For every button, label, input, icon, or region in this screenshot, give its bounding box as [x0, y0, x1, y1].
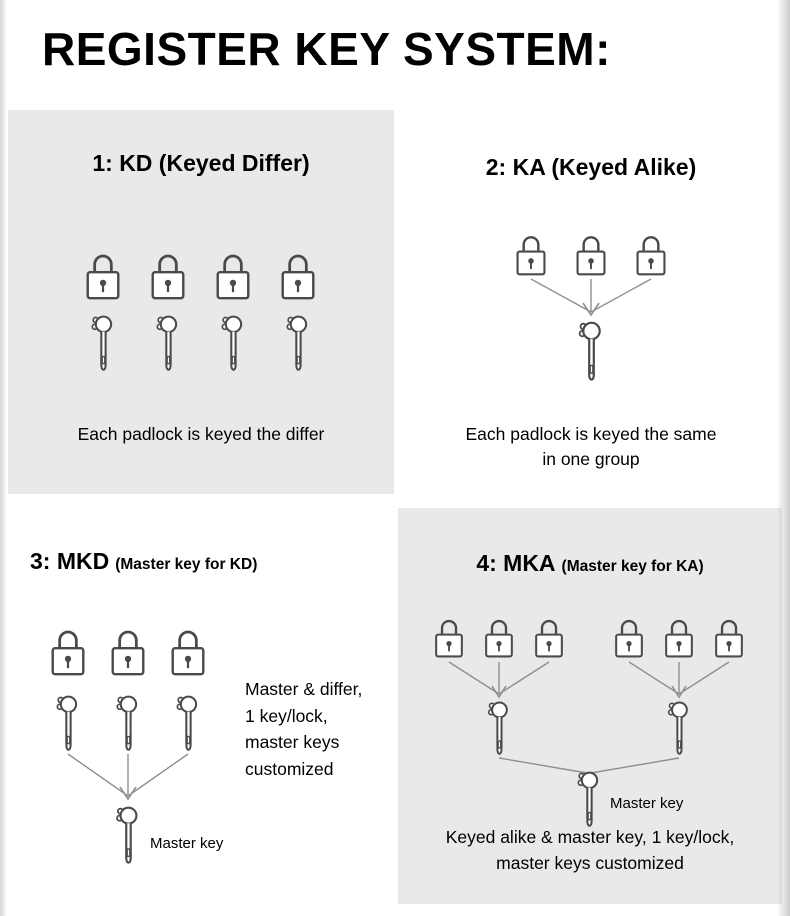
mka-caption-line2: master keys customized	[496, 853, 684, 873]
padlock-icon	[714, 619, 744, 658]
padlock-icon	[216, 254, 250, 300]
mka-diagram: Master key	[434, 619, 744, 827]
padlock-icon	[434, 619, 464, 658]
arrow-down-icon	[119, 786, 137, 801]
section-mka: 4: MKA (Master key for KA)	[398, 508, 782, 904]
ka-heading: 2: KA (Keyed Alike)	[485, 154, 697, 180]
section-mkd: 3: MKD (Master key for KD) Master key Mas…	[8, 528, 394, 910]
arrow-down-icon	[491, 685, 507, 699]
mkd-side-note-line: customized	[245, 758, 334, 779]
mka-caption: Keyed alike & master key, 1 key/lock, ma…	[398, 824, 782, 876]
mkd-diagram: Master key	[51, 630, 224, 864]
padlock-icon	[51, 630, 85, 676]
mka-heading-sub: (Master key for KA)	[561, 558, 704, 575]
ka-caption-line1: Each padlock is keyed the same	[465, 424, 717, 444]
mka-caption-line1: Keyed alike & master key, 1 key/lock,	[445, 827, 735, 847]
mka-master-key-label: Master key	[610, 795, 684, 812]
converge-lines	[67, 753, 189, 797]
padlock-icon	[534, 619, 564, 658]
mkd-side-note-line: master keys	[245, 732, 340, 752]
padlock-icon	[171, 630, 205, 676]
mka-heading: 4: MKA (Master key for KA)	[398, 550, 782, 577]
padlock-icon	[664, 619, 694, 658]
master-key-icon	[115, 806, 138, 864]
converge-lines	[448, 661, 730, 695]
padlock-icon	[614, 619, 644, 658]
page-title: REGISTER KEY SYSTEM:	[42, 23, 611, 75]
key-icon	[116, 695, 138, 751]
padlock-icon	[516, 236, 546, 276]
mkd-side-note: Master & differ, 1 key/lock, master keys…	[245, 676, 362, 782]
kd-caption: Each padlock is keyed the differ	[77, 424, 325, 444]
arrow-down-icon	[671, 685, 687, 699]
key-icon	[91, 315, 113, 371]
mkd-side-note-line: Master & differ,	[245, 679, 363, 699]
padlock-icon	[111, 630, 145, 676]
key-icon	[487, 701, 508, 755]
padlock-icon	[281, 254, 315, 300]
section-kd: 1: KD (Keyed Differ) Each padlock is key…	[8, 110, 394, 494]
key-icon	[56, 695, 78, 751]
padlock-icon	[636, 236, 666, 276]
mkd-heading: 3: MKD (Master key for KD)	[30, 548, 257, 575]
kd-diagram	[86, 254, 315, 371]
key-icon	[578, 321, 601, 381]
key-icon	[286, 315, 308, 371]
padlock-icon	[86, 254, 120, 300]
ka-diagram	[516, 236, 666, 381]
ka-caption-line2: in one group	[542, 449, 640, 469]
ka-caption: Each padlock is keyed the same in one gr…	[398, 422, 784, 472]
padlock-icon	[484, 619, 514, 658]
mkd-heading-sub: (Master key for KD)	[115, 556, 258, 573]
arrow-down-icon	[582, 302, 600, 317]
kd-heading: 1: KD (Keyed Differ)	[92, 150, 310, 176]
converge-lines	[498, 757, 680, 774]
mkd-master-key-label: Master key	[150, 835, 224, 852]
key-icon	[176, 695, 198, 751]
key-icon	[667, 701, 688, 755]
mka-heading-main: 4: MKA	[476, 550, 556, 576]
padlock-icon	[151, 254, 185, 300]
padlock-icon	[576, 236, 606, 276]
key-icon	[156, 315, 178, 371]
key-icon	[221, 315, 243, 371]
section-ka: 2: KA (Keyed Alike) Each padlock is keye…	[398, 110, 784, 494]
converge-lines	[530, 278, 652, 313]
mkd-side-note-line: 1 key/lock,	[245, 705, 328, 726]
mkd-heading-main: 3: MKD	[30, 548, 110, 574]
master-key-icon	[577, 771, 599, 827]
